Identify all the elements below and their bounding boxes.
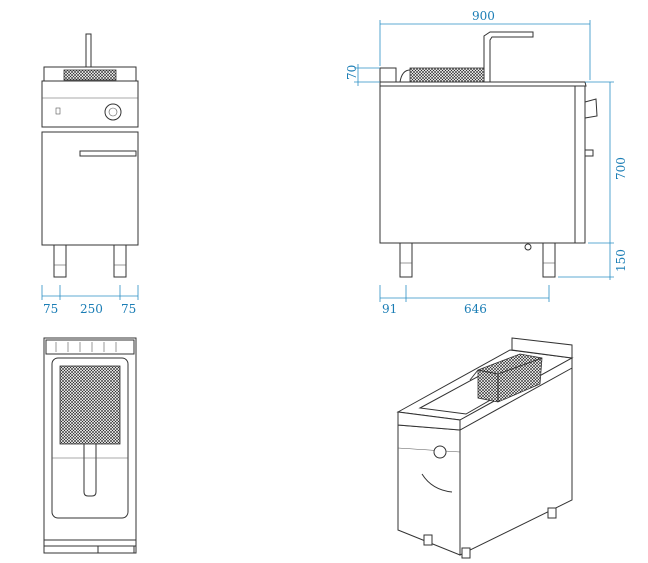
isometric-view: [396, 337, 574, 559]
dim-side-body-height: 700: [614, 157, 628, 180]
front-basket-mesh: [63, 69, 117, 81]
side-top: [379, 81, 587, 87]
control-knob: [104, 103, 122, 121]
side-dimensions: 900 70 700 150 91 646: [345, 9, 628, 316]
top-basket-handle: [83, 444, 97, 497]
iso-leg-2: [461, 547, 471, 559]
top-view: [43, 337, 137, 554]
dim-front-width-between: 250: [80, 302, 103, 316]
dim-front-right-foot: 75: [121, 302, 136, 316]
drain-valve: [524, 243, 532, 251]
iso-basket-handle: [469, 369, 479, 381]
front-control-panel: [41, 80, 139, 128]
iso-knob: [433, 445, 447, 459]
side-basket-handle: [483, 31, 534, 82]
dim-side-front-offset: 91: [382, 302, 397, 316]
top-knob: [97, 545, 135, 554]
iso-basket: [477, 353, 543, 403]
iso-door-handle: [421, 473, 453, 493]
door-handle: [79, 150, 137, 157]
iso-leg-1: [423, 534, 433, 546]
front-leg-left: [53, 244, 67, 278]
side-front-panel: [574, 85, 586, 244]
side-flue: [379, 67, 397, 83]
dim-side-leg-height: 150: [614, 249, 628, 272]
iso-backsplash: [511, 337, 573, 359]
side-body: [379, 85, 581, 244]
dim-side-depth: 646: [464, 302, 487, 316]
dim-side-top-height: 70: [345, 65, 359, 80]
side-leg-rear: [399, 242, 413, 278]
dim-side-total-width: 900: [472, 9, 495, 23]
side-door-handle: [584, 149, 594, 157]
front-dimensions: 75 250 75: [41, 285, 139, 316]
side-knob: [584, 98, 598, 119]
top-basket-mesh: [59, 365, 121, 445]
indicator-light: [55, 107, 61, 115]
side-view: [379, 31, 598, 278]
dim-front-left-foot: 75: [43, 302, 58, 316]
front-view: [41, 33, 139, 278]
front-leg-right: [113, 244, 127, 278]
iso-leg-3: [547, 507, 557, 519]
front-door: [41, 131, 139, 246]
side-leg-front: [542, 242, 556, 278]
side-basket-mesh: [409, 67, 485, 83]
